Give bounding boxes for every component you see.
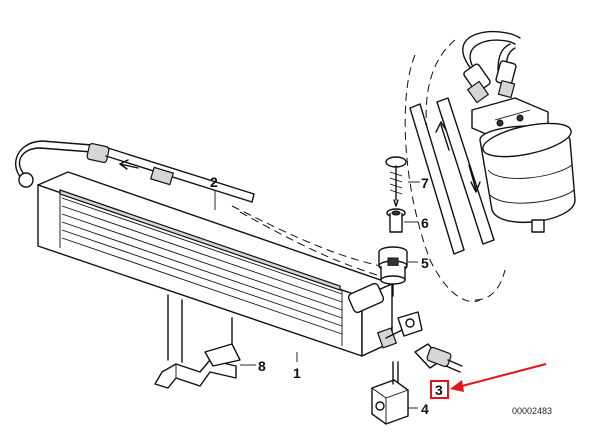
callout-4: 4 [421,401,429,417]
highlight-arrow-head [450,380,464,392]
hose-fittings-upper [463,60,517,104]
highlight-arrow [457,363,547,388]
rubber-bushing-part-5 [378,246,408,297]
callout-1: 1 [293,365,301,381]
leader-lines [214,181,420,409]
callout-6: 6 [421,215,429,231]
diagram-reference-number: 00002483 [512,406,552,416]
oil-cooler [37,171,393,357]
hose-routing-dashed [231,39,506,303]
sleeve-part-6 [386,208,406,233]
callout-5: 5 [421,255,429,271]
callout-8: 8 [258,358,266,374]
oil-filter-housing [471,97,576,233]
callout-2: 2 [210,174,218,190]
callout-7: 7 [421,175,429,191]
cooler-outlet-fitting [376,311,423,349]
highlighted-callout-3: 3 [430,363,547,399]
highlight-box [430,380,449,399]
callout-3: 3 [435,382,443,398]
connector-part-3 [414,343,463,373]
support-block-part-4 [371,361,409,425]
screw-part-7 [385,156,407,207]
cooler-feed-line [14,140,255,203]
vertical-hoses [409,97,495,255]
mounting-bracket [154,294,241,389]
